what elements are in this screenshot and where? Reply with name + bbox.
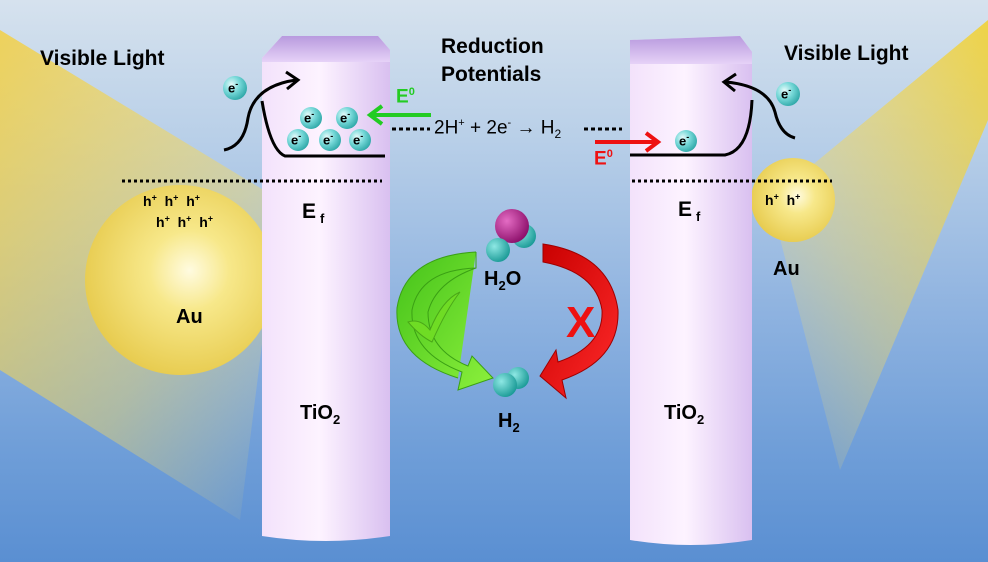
left-potential-arrowhead-icon [366,104,384,126]
left-tio2-sub: 2 [332,412,341,427]
right-fermi-sub: f [696,209,701,225]
right-injection-arrowhead-icon [721,72,737,93]
reaction-sup1: + [458,117,465,129]
right-au-label: Au [773,258,800,280]
reaction-equation: 2H+ + 2e- → H2 [434,117,561,141]
right-tio2-bar [630,36,752,545]
hole-label: h+ [186,192,201,209]
water-molecule-icon [486,209,536,262]
reduction-heading-line2: Potentials [441,63,542,86]
right-tio2-label: TiO2 [664,402,704,427]
success-pathway-arrow [396,251,494,391]
hydrogen-molecule-icon [493,367,529,397]
right-potential-label: E0 [594,148,613,170]
electron-icon [319,129,341,151]
hole-label: h+ [177,213,192,230]
left-potential-letter: E [396,86,409,108]
fail-pathway-arrow [539,243,619,400]
right-potential-sup: 0 [606,148,613,160]
right-light-beam [770,20,988,470]
hole-label: h+ [156,213,170,230]
left-potential-label: E0 [396,86,415,108]
hole-label: h+ [786,191,801,208]
left-tio2-label: TiO2 [300,402,340,427]
hydrogen-label: H2 [498,410,520,435]
electron-label: e- [340,109,351,126]
electron-label: e- [679,132,690,149]
electron-icon [336,107,358,129]
reaction-part1: 2H [434,117,459,139]
right-potential-arrowhead-icon [644,131,662,153]
electron-label: e- [353,131,364,148]
left-tio2-text: TiO [300,402,333,424]
x-icon: X [566,298,596,347]
electron-icon [349,129,371,151]
reaction-arrow: → H [511,117,555,139]
left-potential-sup: 0 [408,86,415,98]
hole-label: h+ [199,213,214,230]
left-fermi-letter: E [302,200,317,223]
hole-label: h+ [164,192,179,209]
water-h: H [484,268,499,290]
left-cb-electrons [287,107,371,151]
left-holes-row1: h+ h+ h+ [143,192,200,209]
reaction-sub: 2 [554,127,562,142]
left-visible-light-label: Visible Light [40,47,165,70]
water-o: O [505,268,522,290]
right-tio2-sub: 2 [696,412,705,427]
electron-label: e- [291,131,302,148]
left-injection-arrowhead-icon [285,70,301,91]
left-fermi-sub: f [320,211,325,227]
left-au-label: Au [176,306,203,328]
reaction-sup2: - [507,117,512,129]
right-holes-row: h+ h+ [765,191,800,208]
electron-label: e- [781,85,792,102]
left-conduction-band [260,100,385,158]
water-sub: 2 [498,278,506,293]
right-potential-letter: E [594,148,607,170]
left-tio2-bar [262,36,390,541]
hydrogen-sub: 2 [512,420,520,435]
left-holes-row2: h+ h+ h+ [156,213,213,230]
left-au-sphere [85,185,275,375]
right-injection-arrow [725,80,796,140]
hole-label: h+ [765,191,779,208]
electron-icon [300,107,322,129]
electron-label: e- [304,109,315,126]
right-tio2-text: TiO [664,402,697,424]
right-cb-electron-icon [675,130,697,152]
right-conduction-band [630,99,754,157]
electron-label: e- [228,79,239,96]
right-free-electron-icon [776,82,800,106]
electron-icon [287,129,309,151]
reaction-part2: + 2e [464,117,508,139]
hydrogen-h: H [498,410,513,432]
electron-label: e- [323,131,334,148]
right-visible-light-label: Visible Light [784,42,909,65]
right-fermi-letter: E [678,198,693,221]
water-label: H2O [484,268,521,293]
hole-label: h+ [143,192,157,209]
left-free-electron-icon [223,76,247,100]
reduction-heading-line1: Reduction [441,35,544,58]
checkmark-icon [407,291,461,343]
right-au-sphere [751,158,835,242]
left-injection-arrow [223,78,297,152]
